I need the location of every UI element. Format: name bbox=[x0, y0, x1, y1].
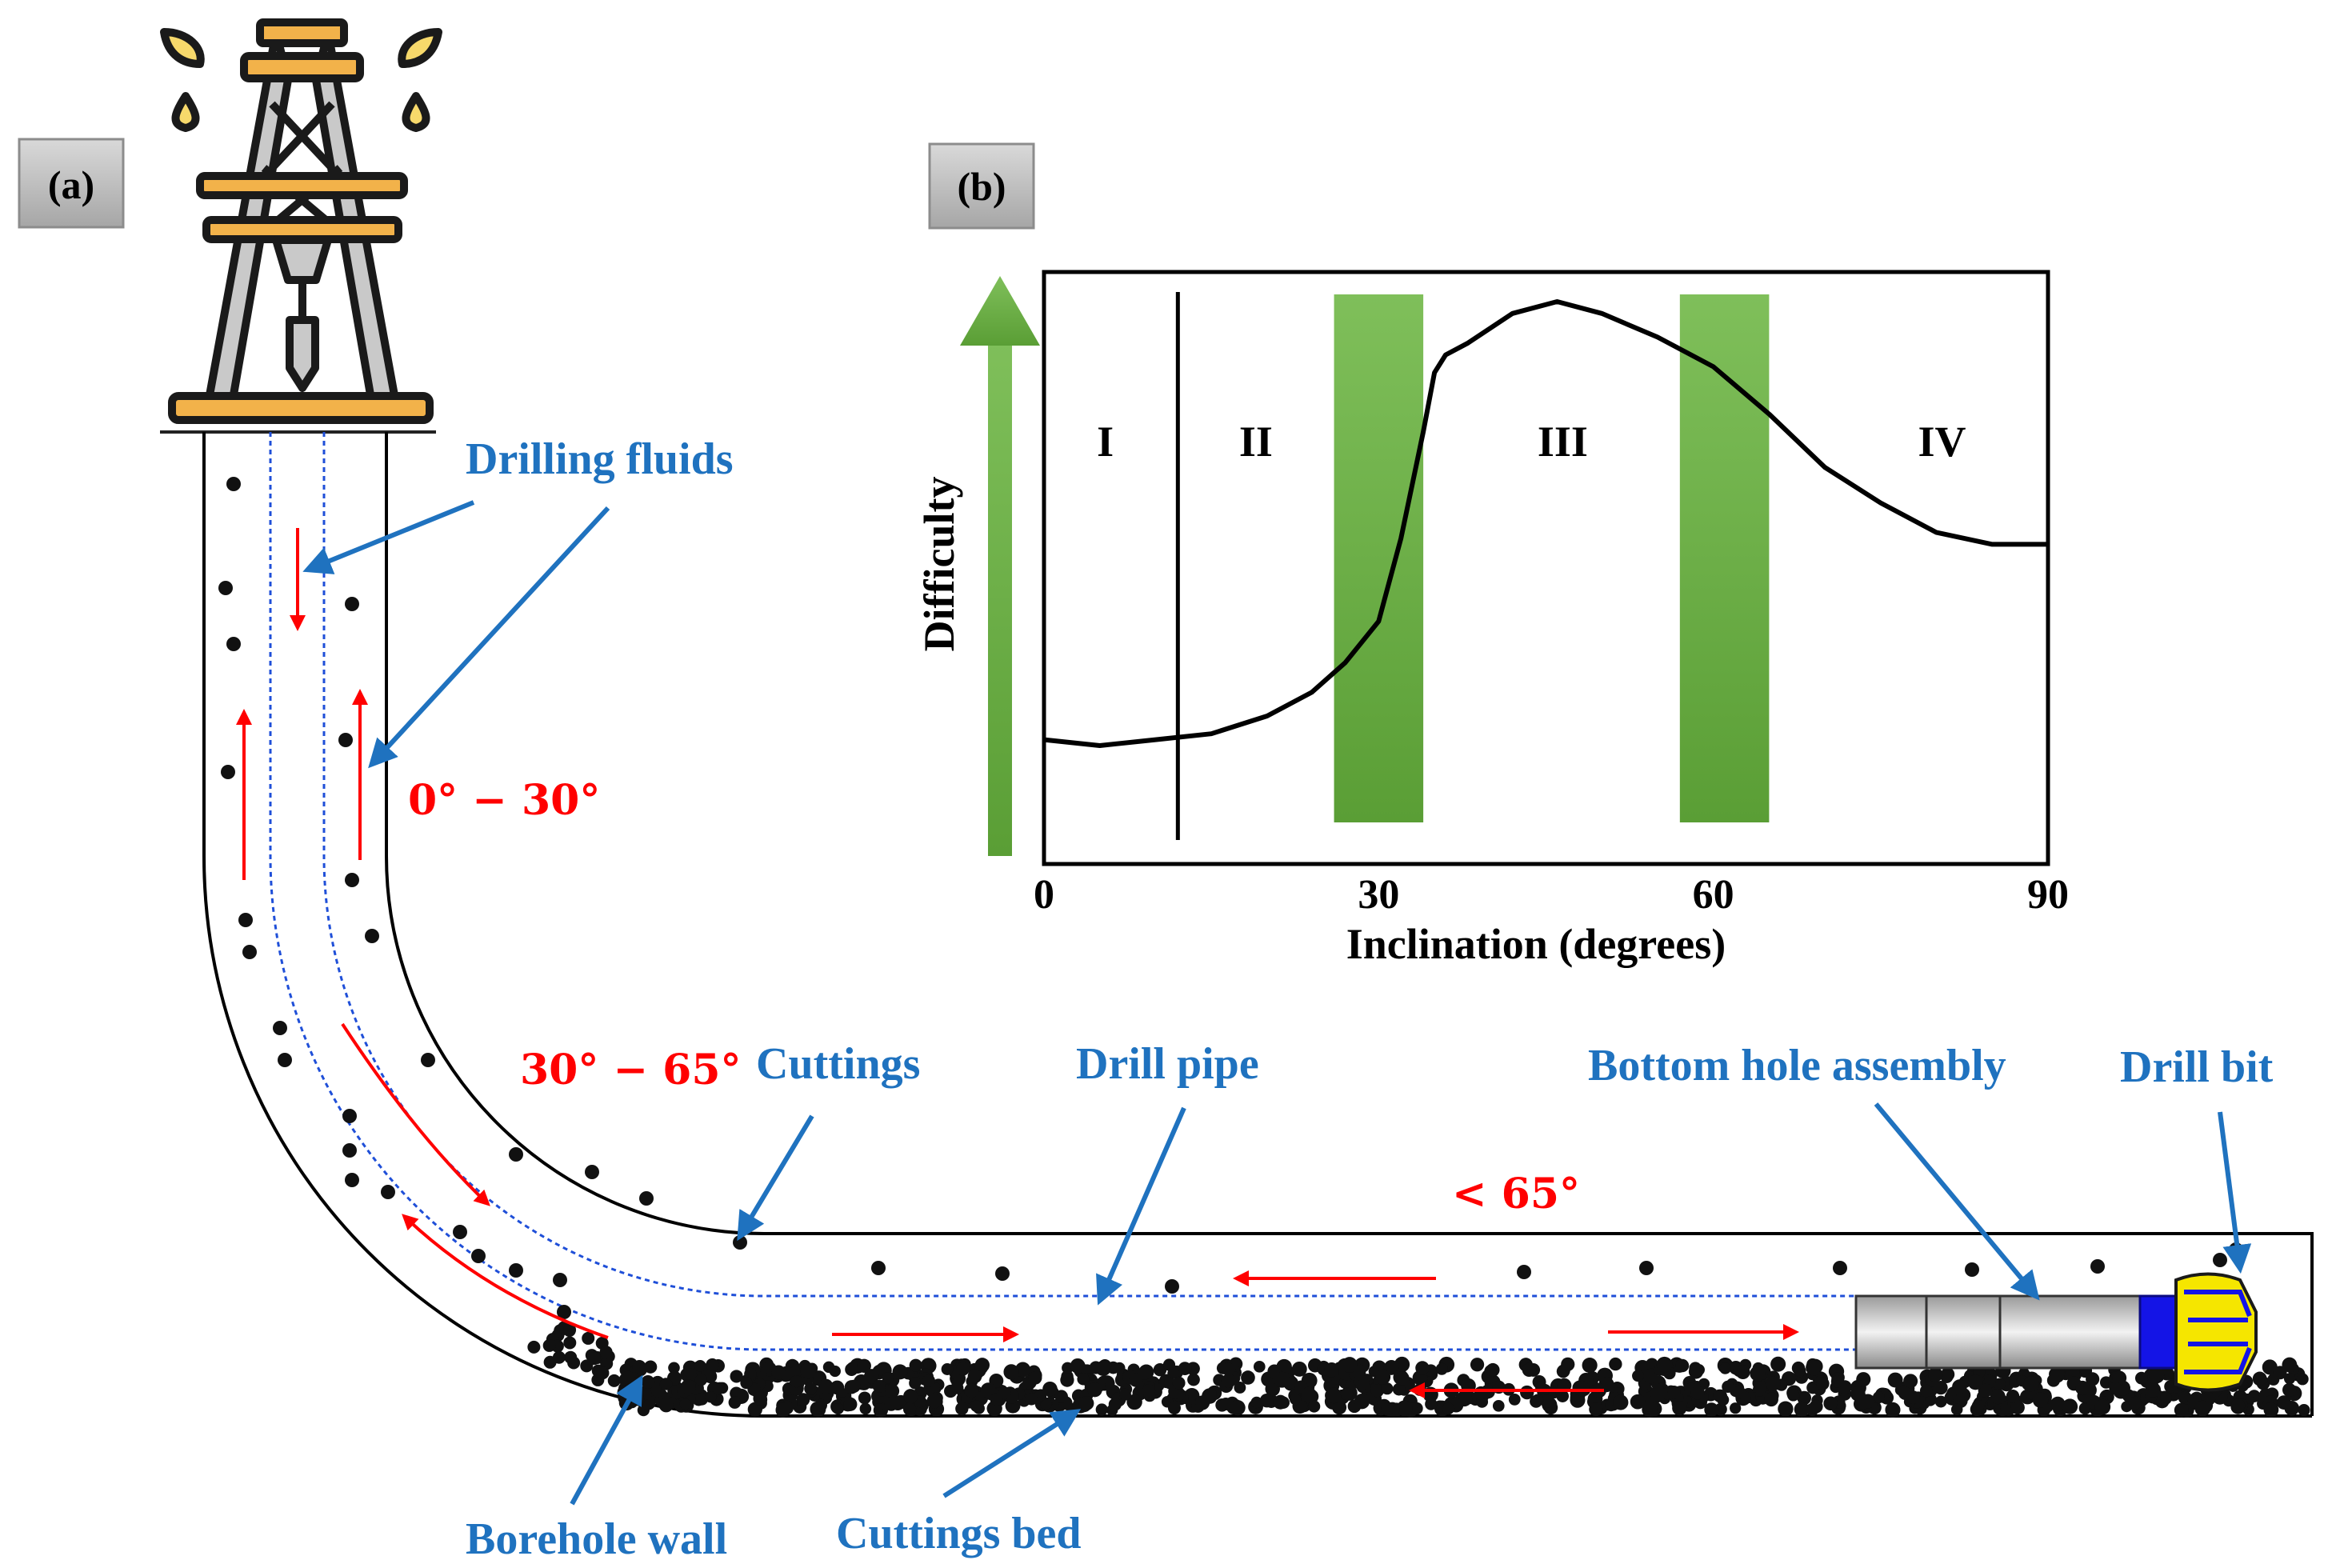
x-axis-label: Inclination (degrees) bbox=[1346, 920, 1726, 968]
label-cuttings: Cuttings bbox=[756, 1039, 920, 1089]
pointer-drilling-fluids-2 bbox=[368, 506, 610, 769]
x-tick-0: 0 bbox=[1034, 872, 1054, 918]
label-borehole-wall: Borehole wall bbox=[466, 1514, 727, 1564]
region-label-i: I bbox=[1097, 418, 1114, 466]
highlight-band-2 bbox=[1679, 294, 1770, 822]
panel-a-tag: (a) bbox=[18, 138, 125, 229]
region-label-ii: II bbox=[1239, 418, 1273, 466]
flow-arrow-curve-up bbox=[402, 1214, 609, 1339]
pointer-cuttings bbox=[737, 1114, 814, 1242]
label-drill-pipe: Drill pipe bbox=[1076, 1039, 1259, 1089]
pointer-drill-pipe bbox=[1096, 1106, 1186, 1306]
x-tick-30: 30 bbox=[1358, 872, 1399, 918]
panel-a-tag-text: (a) bbox=[48, 162, 94, 207]
panel-b-tag: (b) bbox=[928, 142, 1035, 230]
drilling-rig-icon bbox=[160, 18, 442, 424]
panel-a: (a) bbox=[18, 18, 2314, 1564]
highlight-band-1 bbox=[1334, 294, 1424, 822]
label-drilling-fluids: Drilling fluids bbox=[466, 434, 734, 484]
x-tick-90: 90 bbox=[2027, 872, 2069, 918]
label-cuttings-bed: Cuttings bed bbox=[836, 1509, 1082, 1558]
pointer-drilling-fluids-1 bbox=[302, 500, 475, 574]
panel-b-tag-text: (b) bbox=[957, 164, 1006, 209]
x-tick-60: 60 bbox=[1693, 872, 1734, 918]
borehole-wall-inner bbox=[385, 432, 2314, 1416]
pointer-arrows bbox=[302, 500, 2252, 1506]
flow-arrows bbox=[236, 528, 1799, 1398]
chart-frame bbox=[1042, 270, 2050, 866]
region-label-iv: IV bbox=[1918, 418, 1966, 466]
angle-label-horizontal: < 65° bbox=[1452, 1170, 1580, 1218]
drill-bit bbox=[2174, 1272, 2258, 1392]
pointer-bha bbox=[1874, 1102, 2040, 1301]
flow-arrow-curve-down bbox=[341, 1022, 490, 1206]
label-bottom-hole-assembly: Bottom hole assembly bbox=[1588, 1041, 2006, 1090]
x-tick-labels: 0 30 60 90 bbox=[1034, 872, 2069, 918]
bottom-hole-assembly bbox=[1854, 1294, 2178, 1370]
pointer-cuttings-bed bbox=[942, 1409, 1082, 1498]
cuttings-bed bbox=[527, 1321, 2310, 1418]
pointer-drill-bit bbox=[2218, 1111, 2252, 1274]
difficulty-curve bbox=[1043, 299, 2048, 748]
difficulty-arrow bbox=[960, 276, 1040, 856]
highlight-bands bbox=[1334, 294, 1770, 822]
drill-pipe-line-outer bbox=[269, 432, 1856, 1351]
region-label-iii: III bbox=[1538, 418, 1588, 466]
angle-label-build: 30° − 65° bbox=[520, 1046, 742, 1094]
y-axis-label: Difficulty bbox=[915, 477, 963, 652]
label-drill-bit: Drill bit bbox=[2120, 1042, 2274, 1092]
angle-label-vertical: 0° − 30° bbox=[408, 776, 600, 825]
pointer-borehole-wall bbox=[570, 1374, 643, 1506]
